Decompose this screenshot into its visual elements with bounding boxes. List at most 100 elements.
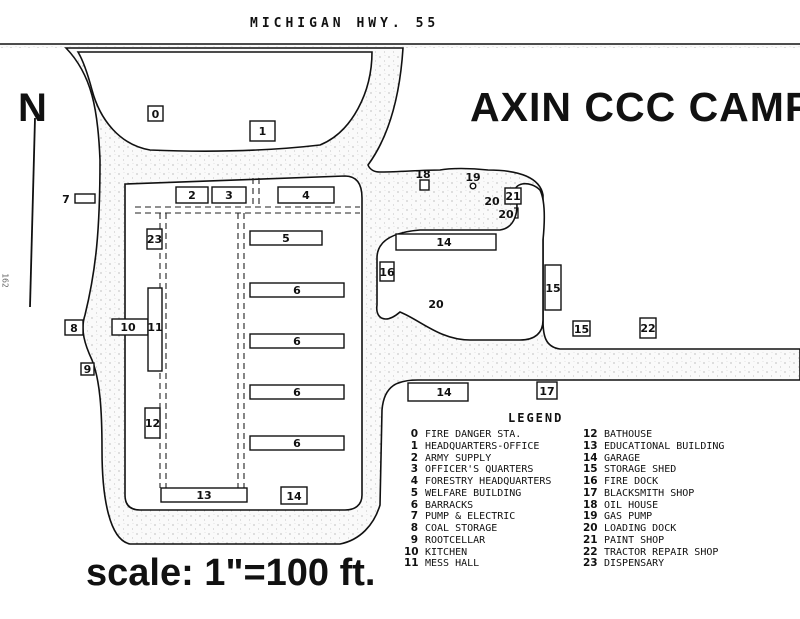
- legend-label: WELFARE BUILDING: [425, 487, 522, 499]
- legend-label: ARMY SUPPLY: [425, 452, 492, 464]
- building-label: 6: [293, 335, 301, 348]
- legend-label: TRACTOR REPAIR SHOP: [604, 546, 719, 558]
- building-14c: [395, 233, 497, 251]
- building-12: [144, 407, 161, 439]
- legend-number: 8: [410, 522, 418, 534]
- building-label: 12: [145, 417, 160, 430]
- legend-number: 17: [583, 486, 598, 499]
- legend-label: STORAGE SHED: [604, 464, 677, 476]
- building-13: [160, 487, 248, 503]
- map-title: AXIN CCC CAMP: [470, 84, 800, 130]
- legend-number: 2: [410, 451, 418, 464]
- legend-item: 2 ARMY SUPPLY: [404, 451, 551, 465]
- building-label: 17: [539, 385, 554, 398]
- building-0: [147, 105, 164, 122]
- legend-label: EDUCATIONAL BUILDING: [604, 440, 725, 452]
- legend-item: 19 GAS PUMP: [583, 510, 724, 523]
- building-6b: [249, 333, 345, 349]
- building-label: 9: [84, 363, 92, 376]
- legend-label: BARRACKS: [425, 499, 474, 511]
- building-label: 14: [436, 236, 452, 249]
- building-label: 19: [465, 171, 480, 184]
- legend-number: 5: [410, 486, 418, 499]
- building-label: 22: [640, 322, 655, 335]
- building-3: [211, 186, 247, 204]
- building-label: 6: [293, 386, 301, 399]
- building-11: [147, 287, 163, 372]
- legend-number: 4: [410, 475, 418, 487]
- building-5: [249, 230, 323, 246]
- legend-item: 5 WELFARE BUILDING: [404, 486, 551, 500]
- walkways: [135, 178, 360, 488]
- building-label: 11: [147, 321, 162, 334]
- building-22: [639, 317, 657, 339]
- building-14b: [407, 382, 469, 402]
- legend-label: COAL STORAGE: [425, 523, 498, 534]
- legend-item: 0 FIRE DANGER STA.: [404, 428, 551, 441]
- building-4: [277, 186, 335, 204]
- legend-number: 21: [583, 533, 598, 546]
- legend-title: LEGEND: [508, 411, 564, 425]
- legend-number: 19: [583, 510, 598, 523]
- legend-label: OFFICER'S QUARTERS: [425, 464, 534, 476]
- legend-label: FIRE DANGER STA.: [425, 429, 522, 440]
- building-label: 21: [505, 190, 520, 203]
- legend-number: 20: [583, 522, 598, 534]
- building-1: [249, 120, 276, 142]
- legend-item: 12 BATHOUSE: [583, 428, 724, 441]
- legend-number: 12: [583, 428, 598, 440]
- legend-label: HEADQUARTERS-OFFICE: [425, 440, 540, 452]
- building-17: [536, 381, 558, 400]
- building-label: 15: [574, 323, 589, 336]
- legend-number: 16: [583, 475, 598, 487]
- legend-item: 7 PUMP & ELECTRIC: [404, 510, 551, 523]
- legend-label: BLACKSMITH SHOP: [604, 487, 695, 499]
- building-6d: [249, 435, 345, 451]
- building-label: 18: [415, 168, 430, 181]
- north-arrow: [29, 117, 36, 308]
- building-label: 20: [428, 298, 444, 311]
- building-label: 23: [147, 233, 162, 246]
- building-7: [74, 193, 96, 204]
- legend-label: BATHOUSE: [604, 429, 653, 440]
- building-label: 14: [286, 490, 302, 503]
- building-label: 20: [498, 208, 514, 221]
- building-16: [379, 261, 395, 282]
- legend-label: PUMP & ELECTRIC: [425, 511, 516, 523]
- building-label: 3: [225, 189, 233, 202]
- legend-number: 10: [404, 545, 419, 558]
- building-14a: [280, 486, 308, 505]
- legend-item: 17 BLACKSMITH SHOP: [583, 486, 724, 500]
- highway-band: [0, 44, 800, 48]
- building-label: 15: [545, 282, 560, 295]
- legend-number: 7: [410, 510, 418, 523]
- legend-label: GAS PUMP: [604, 511, 653, 523]
- legend-label: OIL HOUSE: [604, 499, 659, 511]
- building-18: [419, 179, 430, 191]
- legend-label: PAINT SHOP: [604, 534, 665, 546]
- building-label: 16: [379, 266, 395, 279]
- legend-number: 14: [583, 451, 598, 464]
- legend-number: 22: [583, 545, 598, 558]
- building-23: [146, 228, 163, 250]
- entrance-island: [76, 51, 373, 152]
- building-label: 1: [259, 125, 267, 138]
- legend-number: 0: [410, 428, 418, 440]
- building-label: 13: [196, 489, 211, 502]
- legend-number: 15: [583, 463, 598, 476]
- legend-label: DISPENSARY: [604, 558, 665, 570]
- building-label: 7: [62, 193, 70, 206]
- building-label: 14: [436, 386, 452, 399]
- legend-number: 11: [404, 557, 419, 570]
- building-9: [80, 362, 95, 376]
- building-8: [64, 319, 84, 336]
